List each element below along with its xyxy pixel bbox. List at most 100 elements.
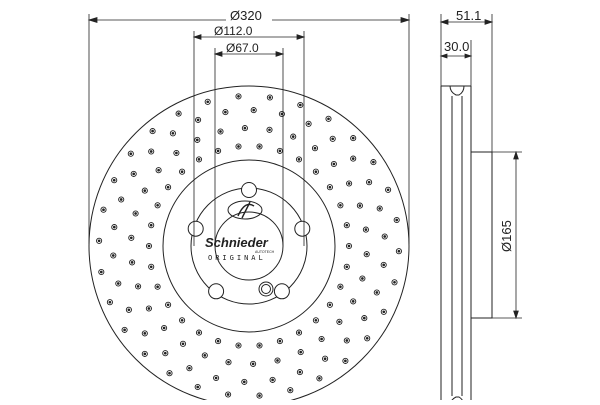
drilled-hole-center xyxy=(338,320,341,324)
drilled-hole-center xyxy=(162,326,166,330)
drilled-hole-center xyxy=(227,360,230,364)
dimension-bolt-circle xyxy=(192,31,306,246)
drilled-hole-center xyxy=(298,370,302,374)
drilled-hole-center xyxy=(197,158,201,161)
drilled-hole-center xyxy=(378,207,382,210)
logo-brand: Schnieder xyxy=(205,235,269,250)
drilled-hole-center xyxy=(237,145,240,148)
drilled-hole-center xyxy=(119,198,123,201)
drilled-hole-center xyxy=(318,377,321,380)
drilled-hole-center xyxy=(188,366,191,370)
drilled-hole-center xyxy=(393,280,396,284)
drilled-hole-center xyxy=(195,138,199,142)
drilled-hole-center xyxy=(149,150,153,153)
drilled-hole-center xyxy=(344,359,347,363)
drilled-hole-center xyxy=(181,342,185,346)
drilled-hole-center xyxy=(206,100,210,104)
drilled-hole-center xyxy=(163,351,167,355)
drilled-hole-center xyxy=(180,170,184,174)
bolt-hole xyxy=(294,220,311,237)
drilled-hole-center xyxy=(111,254,115,257)
drilled-hole-center xyxy=(276,359,279,362)
side-view xyxy=(440,85,493,405)
drilled-hole-center xyxy=(97,239,101,243)
drilled-hole-center xyxy=(157,168,160,172)
drilled-hole-center xyxy=(268,128,271,132)
bolt-hole xyxy=(241,182,257,198)
drilled-hole-center xyxy=(143,189,147,192)
label-total-height: 51.1 xyxy=(456,8,481,23)
drilled-hole-center xyxy=(156,285,159,289)
label-center-bore: Ø67.0 xyxy=(226,41,259,55)
drilled-hole-center xyxy=(278,149,282,153)
disc-outer-edge xyxy=(88,85,410,405)
drilled-hole-center xyxy=(351,300,355,303)
drilled-hole-center xyxy=(112,225,116,229)
drilled-hole-center xyxy=(147,244,151,248)
drilled-hole-center xyxy=(196,385,200,389)
drilled-hole-center xyxy=(323,357,327,361)
label-hat-diameter: Ø165 xyxy=(499,220,514,252)
drilled-hole-center xyxy=(219,130,222,133)
logo-tagline: AUTOTECH xyxy=(255,250,275,254)
drilled-hole-center xyxy=(386,188,390,192)
brand-logo: Schnieder AUTOTECH ORIGINAL xyxy=(205,200,275,262)
bolt-holes xyxy=(187,182,311,300)
drilled-hole-center xyxy=(365,252,369,256)
drilled-hole-center xyxy=(203,354,207,357)
drilled-hole-center xyxy=(143,332,147,335)
drilled-hole-center xyxy=(345,265,349,269)
drilled-hole-center xyxy=(112,178,116,182)
drilled-holes xyxy=(96,93,402,399)
drilled-hole-center xyxy=(226,393,230,396)
drilled-hole-center xyxy=(177,112,180,115)
drilled-hole-center xyxy=(345,223,349,227)
drilled-hole-center xyxy=(243,126,247,130)
drilled-hole-center xyxy=(364,228,368,231)
drilled-hole-center xyxy=(258,344,261,347)
drilled-hole-center xyxy=(367,180,371,184)
logo-swoosh-mark xyxy=(237,201,255,219)
drilled-hole-center xyxy=(166,303,170,307)
drilled-hole-center xyxy=(307,122,310,126)
drilled-hole-center xyxy=(280,112,284,116)
drilled-hole-center xyxy=(258,394,261,397)
drilled-hole-center xyxy=(251,362,255,366)
drilled-hole-center xyxy=(127,308,131,312)
drilled-hole-center xyxy=(216,149,220,153)
drilled-hole-center xyxy=(175,151,178,155)
drilled-hole-center xyxy=(297,158,301,161)
label-bolt-circle: Ø112.0 xyxy=(214,24,253,38)
drilled-hole-center xyxy=(143,352,147,356)
drilled-hole-center xyxy=(151,129,154,133)
drilled-hole-center xyxy=(314,318,318,322)
drilled-hole-center xyxy=(313,146,317,150)
drilled-hole-center xyxy=(382,263,386,267)
drilled-hole-center xyxy=(347,182,351,185)
drilled-hole-center xyxy=(116,282,120,285)
dimension-disc-thickness xyxy=(439,40,473,86)
drilled-hole-center xyxy=(149,265,153,269)
drilled-hole-center xyxy=(129,152,133,156)
logo-swoosh-ring xyxy=(227,200,263,220)
drilled-hole-center xyxy=(320,337,323,341)
drilled-hole-center xyxy=(123,328,126,332)
drilled-hole-center xyxy=(132,172,136,176)
drilled-hole-center xyxy=(339,285,342,289)
drilled-hole-center xyxy=(345,339,349,342)
friction-ring-outline xyxy=(440,85,472,405)
dimension-center-bore xyxy=(213,48,285,246)
drilled-hole-center xyxy=(347,244,351,248)
drilled-hole-center xyxy=(268,96,272,99)
drilled-hole-center xyxy=(252,108,256,112)
drilled-hole-center xyxy=(332,162,336,166)
vent-channel-top xyxy=(449,85,465,96)
drilled-hole-center xyxy=(358,204,362,207)
drilled-hole-center xyxy=(397,249,401,253)
drilled-hole-center xyxy=(214,376,218,380)
drilled-hole-center xyxy=(298,103,302,107)
drilled-hole-center xyxy=(278,339,282,343)
dimension-hat-diameter xyxy=(492,150,522,320)
drilled-hole-center xyxy=(224,110,227,114)
